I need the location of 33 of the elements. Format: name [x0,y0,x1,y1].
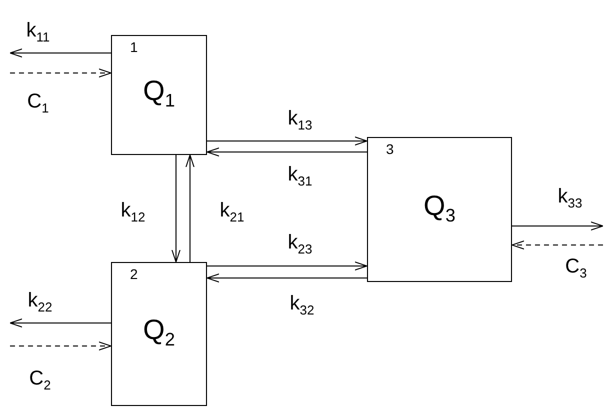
arrow [206,148,368,156]
arrow [206,274,368,282]
edge-label: k$_{32}$ [288,292,316,318]
compartment-number: 2 [130,266,138,282]
edge-label: C$_{1}$ [26,90,50,116]
arrow [172,154,180,262]
edge-label: k$_{13}$ [286,108,314,132]
compartment-label: Q$_{3}$ [422,189,456,226]
arrow [10,342,112,350]
compartment-box [111,35,207,155]
compartment-number: 1 [130,39,138,55]
edge-label: C$_{2}$ [28,368,52,392]
arrow [186,154,194,262]
arrow [10,318,112,328]
arrow [512,222,604,230]
edge-label: k$_{33}$ [556,186,584,210]
edge-label: k$_{11}$ [25,20,51,44]
compartment-label: Q$_{2}$ [142,314,176,350]
edge-label: k$_{22}$ [26,290,54,314]
edge-label: k$_{21}$ [218,200,246,224]
compartment-number: 3 [386,141,394,157]
edge-label: k$_{23}$ [286,232,314,256]
compartment-box [111,262,207,406]
compartment-box [367,137,512,282]
edge-label: C$_{3}$ [564,256,588,280]
arrow [512,240,604,250]
edge-label: k$_{31}$ [286,164,314,188]
arrow [10,48,112,58]
edge-label: k$_{12}$ [120,200,146,224]
arrow [10,68,112,78]
arrow [206,136,368,146]
arrow [206,262,368,270]
compartment-label: Q$_{1}$ [142,74,176,112]
